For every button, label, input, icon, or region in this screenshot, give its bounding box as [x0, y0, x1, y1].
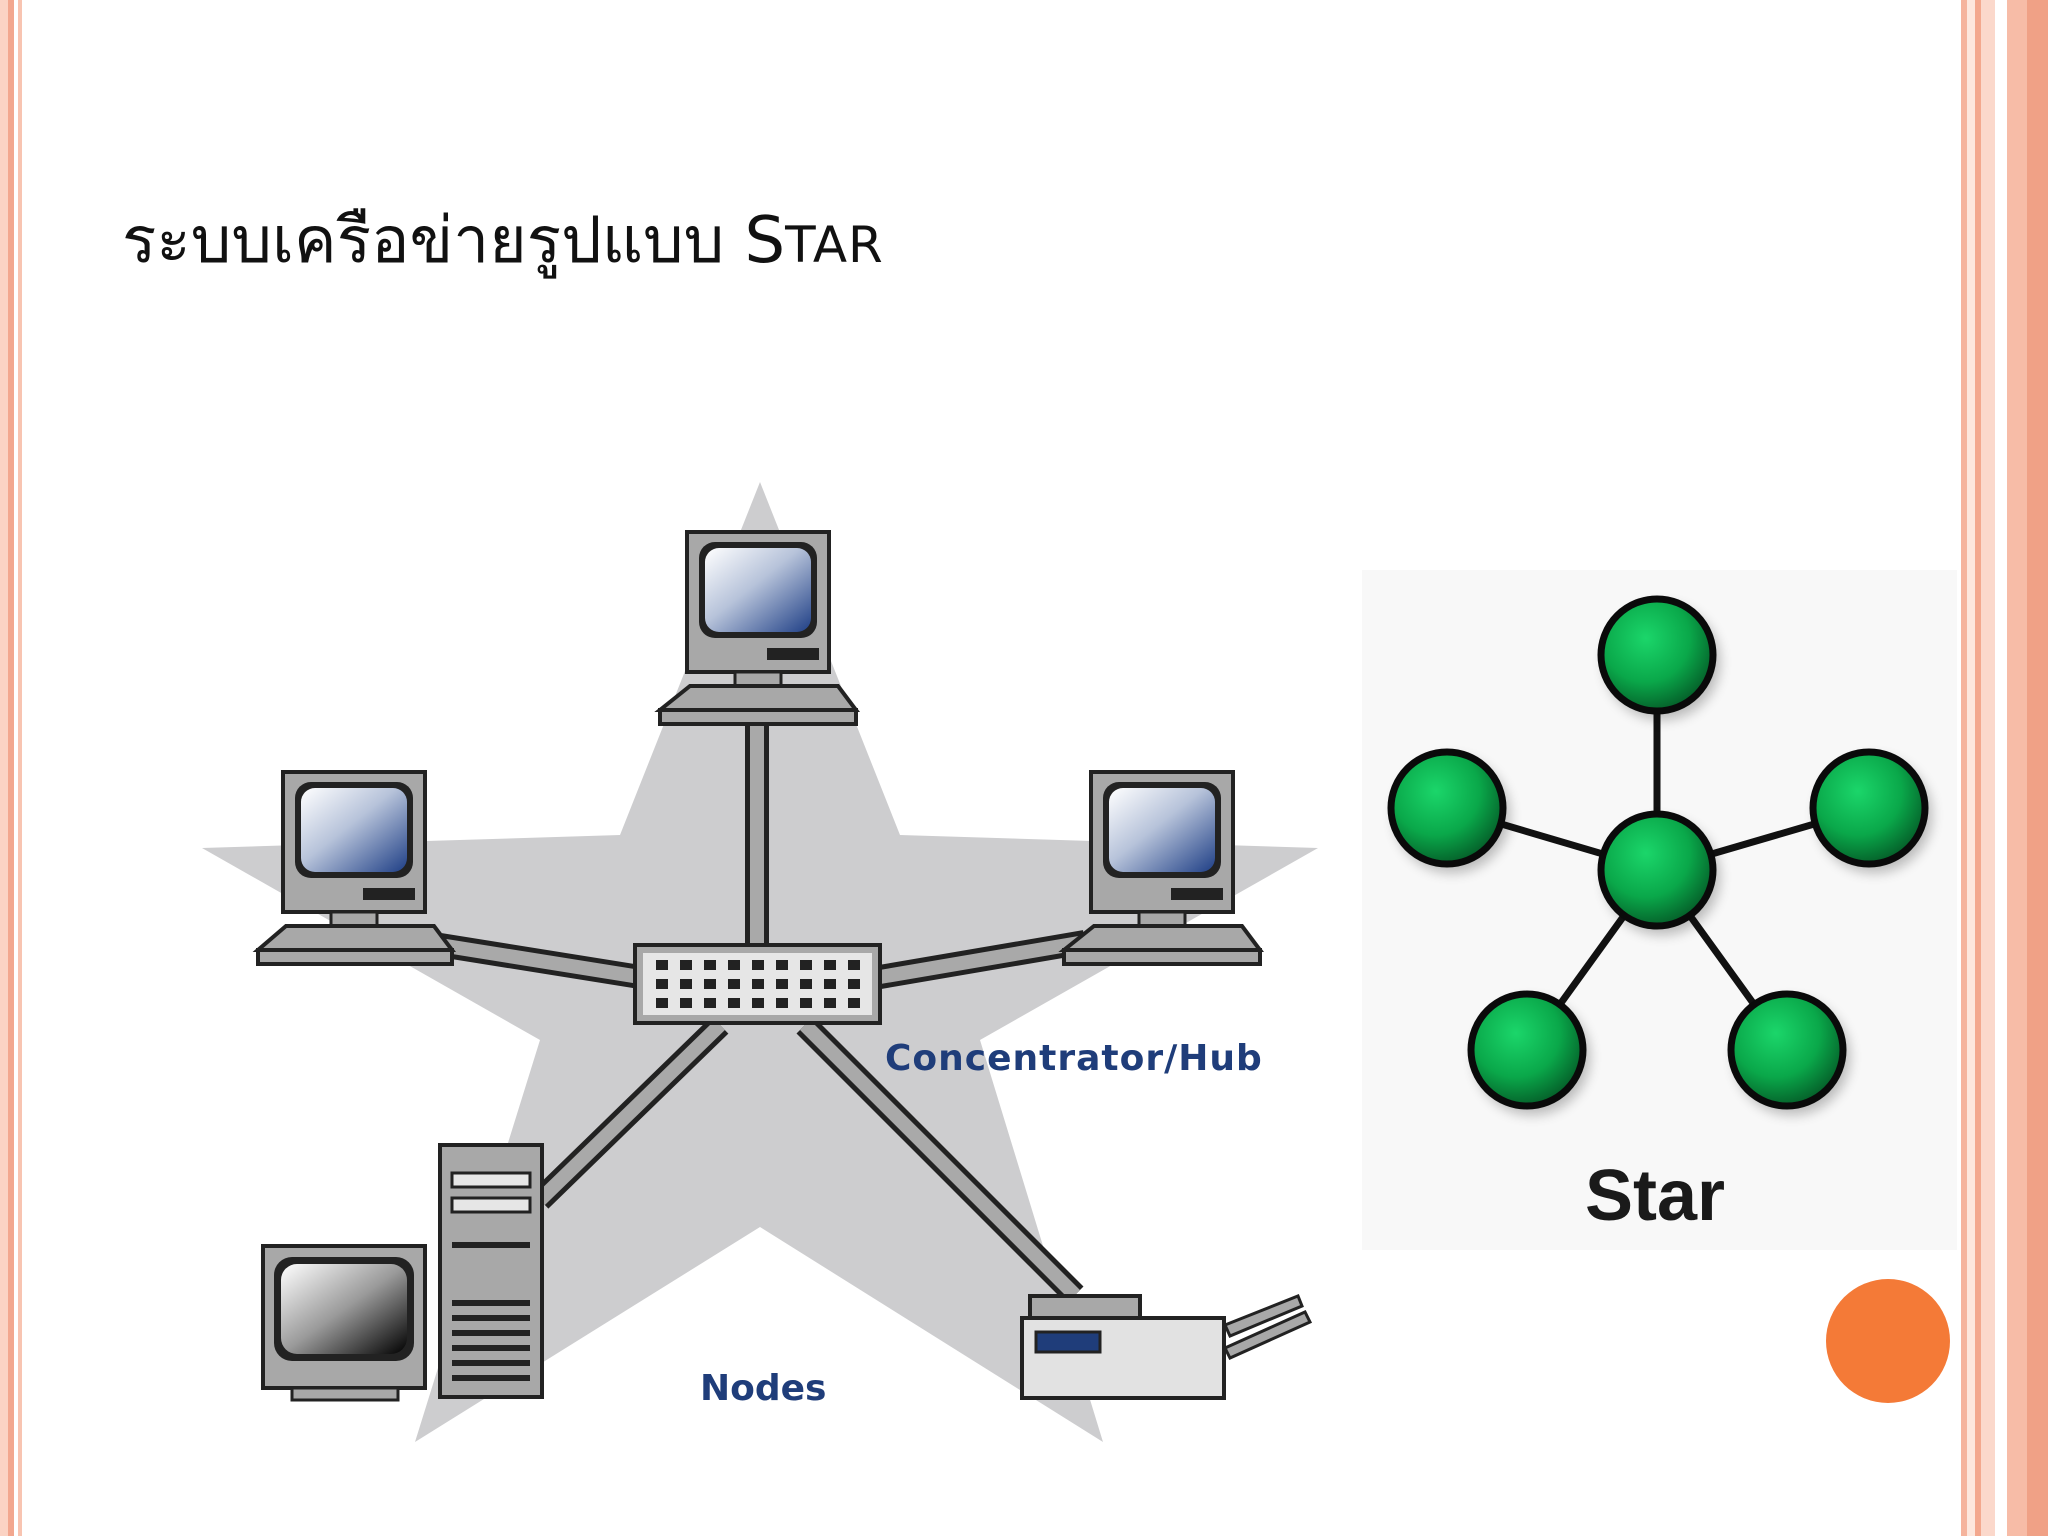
topology-nodes [1387, 595, 1932, 1115]
title-en-initial: S [744, 204, 786, 278]
star-topology-icon: Star [1362, 570, 1957, 1250]
concentrator-hub [633, 943, 882, 1025]
star-network-diagram: Concentrator/Hub Nodes [202, 482, 1318, 1442]
server-tower [438, 1143, 544, 1399]
cable-left [438, 933, 642, 989]
node-center [1597, 810, 1717, 930]
right-decorative-border [1955, 0, 2048, 1536]
hub-port-grid [656, 960, 860, 1008]
title-en-rest: tar [785, 216, 884, 274]
node-bottom-right [1727, 990, 1847, 1110]
slide-title: ระบบเครือข่ายรูปแบบ Star [122, 196, 884, 286]
page-number-badge [1826, 1279, 1950, 1403]
left-decorative-border [0, 0, 26, 1536]
node-top [1597, 595, 1717, 715]
node-bottom-left [1467, 990, 1587, 1110]
hub-label: Concentrator/Hub [885, 1038, 1263, 1079]
cable-lower-left [531, 1016, 729, 1209]
nodes-label: Nodes [700, 1368, 826, 1409]
computer-right [1058, 770, 1264, 966]
desktop-monitor [261, 1244, 427, 1402]
title-thai-text: ระบบเครือข่ายรูปแบบ [122, 204, 725, 278]
star-caption: Star [1585, 1156, 1725, 1236]
cable-lower-right [796, 1016, 1084, 1304]
computer-left [252, 770, 456, 966]
computer-top [654, 530, 860, 726]
node-right [1809, 748, 1929, 868]
cable-right [877, 930, 1088, 989]
printer [1020, 1294, 1313, 1400]
node-left [1387, 748, 1507, 868]
network-cables [438, 725, 1088, 1304]
